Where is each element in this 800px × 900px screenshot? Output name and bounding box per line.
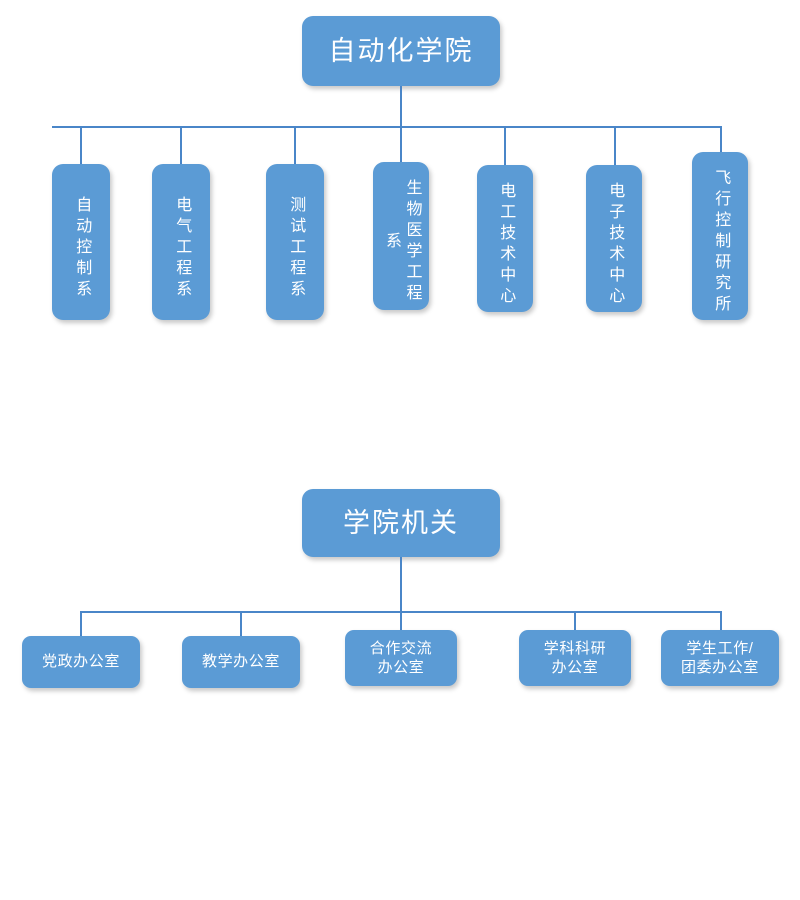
node-label: 学生工作/ 团委办公室: [680, 639, 759, 676]
node-label: 电子技术中心: [606, 181, 624, 308]
node-label: 测试工程系: [287, 195, 305, 301]
connector-drop-administrative-2: [240, 611, 242, 636]
node-label: 电工技术中心: [497, 181, 515, 308]
connector-drop-administrative-3: [400, 611, 402, 630]
connector-drop-administrative-1: [80, 611, 82, 636]
node-center-electronics[interactable]: 电子技术中心: [586, 165, 642, 312]
connector-drop-administrative-4: [574, 611, 576, 630]
connector-drop-academic-4: [400, 126, 402, 163]
node-office-party-administration[interactable]: 党政办公室: [22, 636, 140, 688]
node-department-electrical-engineering[interactable]: 电气工程系: [152, 164, 210, 320]
node-department-test-engineering[interactable]: 测试工程系: [266, 164, 324, 320]
node-office-cooperation-exchange[interactable]: 合作交流 办公室: [345, 630, 457, 686]
node-label: 自动控制系: [73, 195, 91, 301]
node-department-biomedical-engineering[interactable]: 生物医学工程系: [373, 162, 429, 310]
node-office-teaching[interactable]: 教学办公室: [182, 636, 300, 688]
connector-drop-academic-5: [504, 126, 506, 165]
node-institute-flight-control[interactable]: 飞行控制研究所: [692, 152, 748, 320]
root-node-automation-college[interactable]: 自动化学院: [302, 16, 500, 86]
node-office-student-affairs-youth-league[interactable]: 学生工作/ 团委办公室: [661, 630, 779, 686]
node-label: 飞行控制研究所: [712, 168, 730, 316]
connector-drop-academic-6: [614, 126, 616, 165]
connector-drop-academic-1: [80, 126, 82, 165]
root-node-college-administration[interactable]: 学院机关: [302, 489, 500, 557]
connector-root-stem-administrative: [400, 557, 402, 612]
node-label: 党政办公室: [41, 653, 120, 671]
connector-drop-academic-3: [294, 126, 296, 165]
node-label: 学科科研 办公室: [543, 639, 607, 676]
node-label: 电气工程系: [173, 195, 191, 301]
root-node-label: 学院机关: [343, 507, 459, 538]
connector-drop-administrative-5: [720, 611, 722, 630]
node-department-automatic-control[interactable]: 自动控制系: [52, 164, 110, 320]
node-label: 合作交流 办公室: [369, 639, 433, 676]
node-label: 教学办公室: [201, 653, 280, 671]
node-office-discipline-research[interactable]: 学科科研 办公室: [519, 630, 631, 686]
connector-drop-academic-7: [720, 126, 722, 153]
root-node-label: 自动化学院: [328, 35, 474, 66]
node-label: 生物医学工程系: [383, 179, 421, 305]
connector-drop-academic-2: [180, 126, 182, 165]
node-center-electrotechnics[interactable]: 电工技术中心: [477, 165, 533, 312]
connector-root-stem-academic: [400, 86, 402, 127]
connector-bus-academic: [52, 126, 722, 128]
